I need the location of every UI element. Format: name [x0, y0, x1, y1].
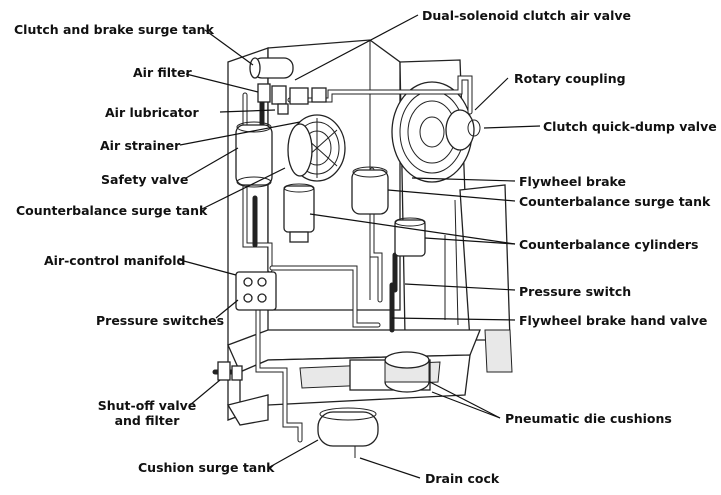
label-air-filter: Air filter — [133, 65, 192, 80]
label-counterbalance-surge-tank-right: Counterbalance surge tank — [519, 194, 711, 209]
label-flywheel-brake: Flywheel brake — [519, 174, 627, 189]
label-dual-solenoid-valve: Dual-solenoid clutch air valve — [422, 8, 632, 23]
label-shutoff-valve-line1: Shut-off valve — [97, 398, 197, 413]
label-air-lubricator: Air lubricator — [105, 105, 199, 120]
label-shutoff-valve-line2: and filter — [114, 413, 180, 428]
leader-lines — [179, 14, 541, 479]
label-pressure-switches: Pressure switches — [96, 313, 225, 328]
label-clutch-brake-surge-tank: Clutch and brake surge tank — [14, 22, 214, 37]
clutch-brake-surge-tank — [249, 57, 294, 79]
clutch-wheel — [287, 114, 346, 182]
manifold-shape — [235, 271, 277, 311]
label-drain-cock: Drain cock — [425, 471, 500, 486]
label-safety-valve: Safety valve — [101, 172, 189, 187]
label-air-strainer: Air strainer — [100, 138, 181, 153]
label-clutch-quick-dump-valve: Clutch quick-dump valve — [543, 119, 717, 134]
shutoff-valve-shape — [217, 361, 243, 381]
label-shutoff-valve: Shut-off valve and filter — [92, 398, 202, 428]
counterbalance-surge-tank-right-shape — [351, 166, 389, 215]
valve-cluster — [257, 83, 327, 115]
label-pneumatic-die-cushions: Pneumatic die cushions — [505, 411, 672, 426]
counterbalance-cylinders-shape — [394, 217, 426, 257]
label-pressure-switch: Pressure switch — [519, 284, 632, 299]
label-cushion-surge-tank: Cushion surge tank — [138, 460, 275, 475]
cushion-surge-tank-shape — [317, 407, 379, 458]
label-air-control-manifold: Air-control manifold — [44, 253, 186, 268]
counterbalance-surge-tank-left-shape — [235, 121, 273, 188]
flywheel — [391, 81, 481, 183]
label-rotary-coupling: Rotary coupling — [514, 71, 626, 86]
label-flywheel-brake-hand-valve: Flywheel brake hand valve — [519, 313, 708, 328]
label-counterbalance-cylinders: Counterbalance cylinders — [519, 237, 699, 252]
label-counterbalance-surge-tank-left: Counterbalance surge tank — [16, 203, 208, 218]
die-cushions-shape — [384, 351, 430, 393]
filter-canister — [283, 183, 315, 243]
